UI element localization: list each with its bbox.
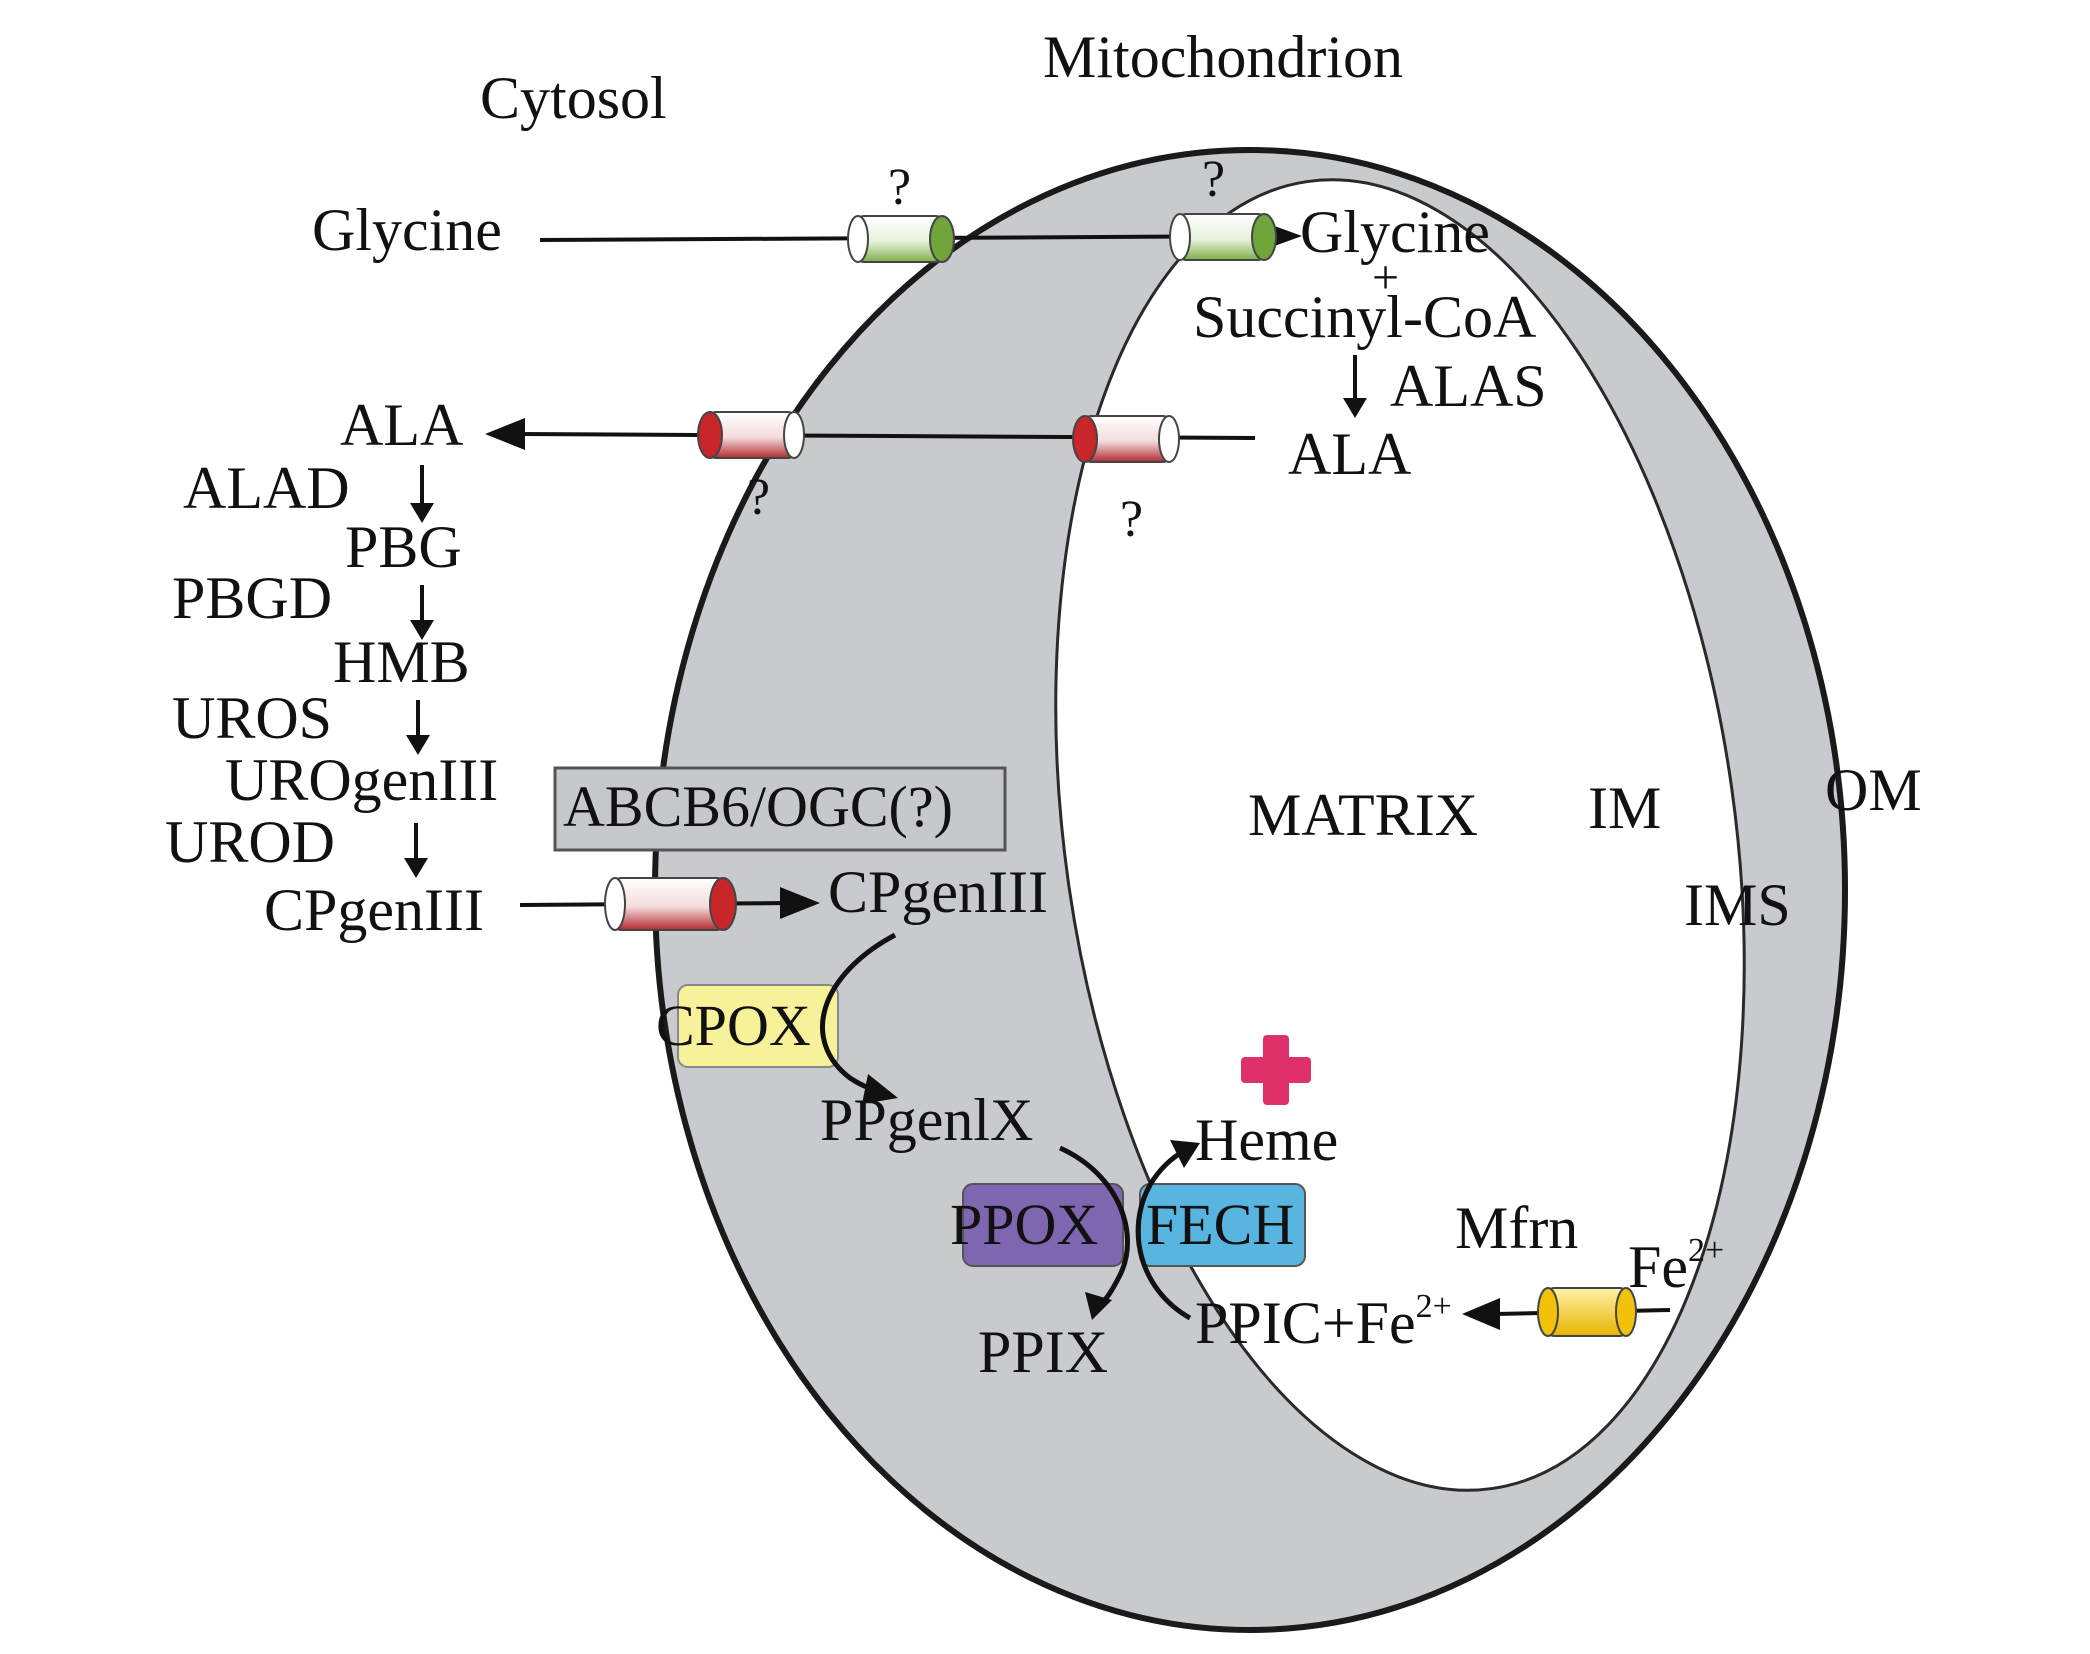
glycine-transporter-inner <box>1169 213 1277 261</box>
transporter-unknown-ala-inner: ? <box>1120 491 1144 548</box>
cpox-box <box>677 984 839 1068</box>
succinyl-coa-label: Succinyl-CoA <box>1193 284 1537 350</box>
mfrn-label: Mfrn <box>1455 1195 1579 1261</box>
matrix-ala-label: ALA <box>1288 421 1412 487</box>
matrix-label: MATRIX <box>1248 782 1479 848</box>
fech-curve-arrow <box>1135 1140 1200 1321</box>
cytosol-step-arrows <box>404 465 434 878</box>
heme-cross-icon <box>1241 1035 1311 1105</box>
ppgenix-label: PPgenlX <box>820 1087 1034 1153</box>
ppox-curve-arrow <box>1058 1145 1130 1320</box>
cytosol-product-hmb: HMB <box>333 629 470 695</box>
cytosol-product-ala: ALA <box>340 392 464 458</box>
enzyme-urod: UROD <box>165 809 336 875</box>
ppic-fe-text: PPIC+Fe <box>1195 1290 1416 1356</box>
enzyme-pbgd: PBGD <box>172 565 333 631</box>
fe-charge: 2+ <box>1688 1232 1725 1269</box>
cytosol-label: Cytosol <box>480 65 667 131</box>
transporter-unknown-ala-outer: ? <box>747 469 771 526</box>
mfrn-transporter <box>1537 1287 1637 1337</box>
ppox-label: PPOX <box>950 1192 1099 1257</box>
heme-label: Heme <box>1195 1107 1339 1173</box>
im-label: IM <box>1588 775 1662 841</box>
fech-label: FECH <box>1146 1192 1295 1257</box>
abcb6-transporter <box>604 877 737 931</box>
plus-sign: + <box>1372 251 1400 304</box>
cpox-label: CPOX <box>656 993 811 1058</box>
inner-matrix <box>1054 178 1746 1492</box>
ppic-fe-charge: 2+ <box>1415 1288 1452 1325</box>
cytosol-glycine-label: Glycine <box>312 197 502 263</box>
matrix-glycine-label: Glycine <box>1300 199 1490 265</box>
om-label: OM <box>1825 757 1922 823</box>
fe-text: Fe <box>1628 1234 1688 1300</box>
mito-cpgeniii-label: CPgenIII <box>828 859 1048 925</box>
enzyme-alad: ALAD <box>183 455 350 521</box>
cpox-curve-arrow <box>820 932 898 1104</box>
cytosol-product-cpgeniii: CPgenIII <box>264 877 484 943</box>
alas-label: ALAS <box>1390 353 1547 419</box>
cytosol-product-pbg: PBG <box>345 514 462 580</box>
ala-transporter-inner <box>1072 415 1180 463</box>
transporter-unknown-glycine-outer: ? <box>888 159 912 216</box>
abcb6-label: ABCB6/OGC(?) <box>563 774 953 839</box>
cytosol-product-urogeniii: UROgenIII <box>225 747 499 813</box>
mitochondrion-membrane <box>652 147 1848 1633</box>
ppic-fe-label: PPIC+Fe2+ <box>1195 1290 1452 1356</box>
glycine-transporter-outer <box>847 215 955 263</box>
enzyme-uros: UROS <box>172 685 333 751</box>
mitochondrion-label: Mitochondrion <box>1043 24 1403 90</box>
ims-label: IMS <box>1684 872 1791 938</box>
ppox-box <box>962 1183 1124 1267</box>
abcb6-box <box>553 766 1007 852</box>
transporter-unknown-glycine-inner: ? <box>1202 151 1226 208</box>
fe-label: Fe2+ <box>1628 1234 1724 1300</box>
alas-arrow <box>1343 355 1367 418</box>
ala-transporter-outer <box>697 411 805 459</box>
ppix-label: PPIX <box>978 1319 1109 1385</box>
